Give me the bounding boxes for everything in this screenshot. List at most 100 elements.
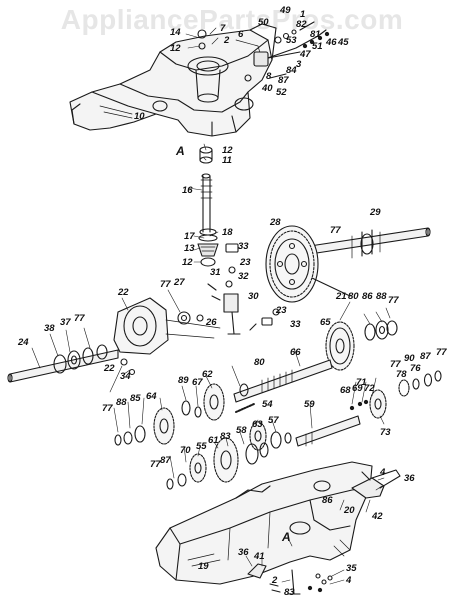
leader-lines	[31, 27, 391, 585]
callout-19: 19	[198, 561, 209, 572]
callout-70: 71	[356, 377, 367, 388]
callout-59: 61	[208, 435, 219, 446]
callout-10: 11	[222, 155, 232, 166]
callout-77-b: 77	[150, 459, 161, 470]
callout-85: 86	[362, 291, 373, 302]
callout-82: 84	[286, 65, 297, 76]
callout-72: 73	[380, 427, 391, 438]
callout-83: 83	[220, 431, 231, 442]
right-gear-cluster	[349, 370, 442, 419]
callout-84: 85	[130, 393, 141, 404]
callout-23: 23	[240, 257, 251, 268]
section-mark-a-bottom: A	[282, 530, 291, 544]
callout-29: 28	[270, 217, 281, 228]
callout-36-r: 36	[404, 473, 415, 484]
callout-68: 69	[352, 383, 363, 394]
callout-65: 66	[290, 347, 301, 358]
callout-89: 86	[322, 495, 333, 506]
callout-71: 72	[364, 383, 375, 394]
callout-2-b: 2	[272, 575, 278, 586]
callout-79: 81	[310, 29, 321, 40]
callout-77-far: 77	[436, 347, 447, 358]
callout-31: 30	[248, 291, 259, 302]
callout-54: 55	[196, 441, 207, 452]
callout-88: 87	[160, 455, 171, 466]
callout-4-b: 4	[346, 575, 352, 586]
callout-43: 42	[372, 511, 383, 522]
callout-91: 89	[178, 375, 189, 386]
axle-shaft	[309, 227, 431, 259]
lower-shaft	[249, 415, 361, 451]
callout-87: 88	[376, 291, 387, 302]
countershaft-gear	[233, 321, 355, 403]
callout-2: 2	[224, 35, 230, 46]
middle-gear-row	[181, 383, 255, 421]
callout-58: 59	[304, 399, 315, 410]
callout-55: 57	[268, 415, 279, 426]
callout-87-l: 88	[116, 397, 127, 408]
callout-28: 27	[174, 277, 185, 288]
callout-34b: 33	[290, 319, 301, 330]
callout-73: 76	[410, 363, 421, 374]
differential-small-parts	[207, 243, 280, 335]
callout-11b: 12	[222, 145, 233, 156]
callout-78: 80	[254, 357, 265, 368]
callout-26: 26	[206, 317, 217, 328]
left-axle	[7, 344, 136, 383]
bottom-hardware	[247, 563, 333, 595]
callout-1: 1	[300, 9, 306, 20]
callout-11: 12	[170, 43, 181, 54]
callout-13: 13	[184, 243, 195, 254]
callout-77-r: 77	[388, 295, 399, 306]
callout-40: 38	[44, 323, 55, 334]
lower-housing	[155, 461, 373, 585]
callout-3: 3	[296, 59, 302, 70]
callout-64: 65	[320, 317, 331, 328]
callout-18: 18	[222, 227, 233, 238]
callout-77-mid: 77	[160, 279, 171, 290]
axle-housing	[113, 297, 221, 355]
callout-62: 63	[252, 419, 263, 430]
callout-69: 70	[180, 445, 191, 456]
callout-81: 83	[284, 587, 295, 598]
callout-53: 54	[262, 399, 273, 410]
callout-48: 49	[280, 5, 291, 16]
callout-90: 87	[278, 75, 289, 86]
callout-24: 22	[118, 287, 129, 298]
callout-42: 41	[254, 551, 265, 562]
callout-30: 29	[370, 207, 381, 218]
callout-12: 12	[182, 257, 193, 268]
callout-4-r: 4	[380, 467, 386, 478]
callout-47: 47	[300, 49, 311, 60]
section-mark-a-top: A	[176, 144, 185, 158]
ring-gear	[265, 225, 351, 303]
callout-27: 24	[18, 337, 29, 348]
callout-51: 52	[276, 87, 287, 98]
right-bearings	[364, 320, 398, 341]
callout-23b: 23	[276, 305, 287, 316]
callout-16: 14	[170, 27, 181, 38]
callout-7: 8	[266, 71, 272, 82]
callout-77-left: 77	[74, 313, 85, 324]
callout-14: 16	[182, 185, 193, 196]
callout-49: 50	[258, 17, 269, 28]
callout-86: 78	[396, 369, 407, 380]
callout-41: 40	[262, 83, 273, 94]
callout-77-ll: 77	[102, 403, 113, 414]
callout-76: 77	[390, 359, 401, 370]
upper-housing	[69, 23, 327, 137]
callout-36-b: 36	[238, 547, 249, 558]
left-lower-gears	[114, 407, 175, 446]
callout-80: 82	[296, 19, 307, 30]
callout-9: 10	[134, 111, 145, 122]
callout-20: 20	[344, 505, 355, 516]
watermark: AppliancePartsPros.com	[60, 4, 404, 35]
callout-50: 51	[312, 41, 323, 52]
callout-61: 62	[202, 369, 213, 380]
callout-46: 46	[326, 37, 337, 48]
callout-67: 68	[340, 385, 351, 396]
callout-45: 45	[338, 37, 349, 48]
input-shaft-stack	[197, 146, 219, 267]
